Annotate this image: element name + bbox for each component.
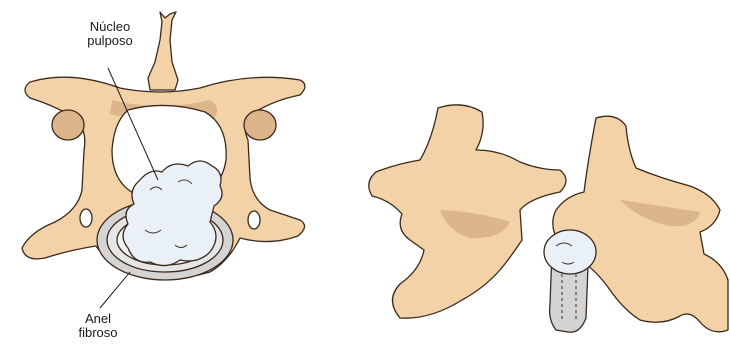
vertebra-superior-view (22, 12, 305, 280)
lateral-nucleus-herniation (544, 230, 596, 274)
nucleus-label-line1: Núcleo (76, 20, 144, 34)
left-articular-facet (52, 110, 84, 140)
nucleus-pulposus-label: Núcleo pulposo (76, 20, 144, 48)
right-transverse-foramen (248, 211, 260, 229)
annulus-label-line2: fibroso (70, 326, 126, 340)
spinous-process (148, 12, 178, 90)
annulus-fibrosus-label: Anel fibroso (70, 312, 126, 340)
left-transverse-foramen (80, 209, 92, 227)
nucleus-label-line2: pulposo (76, 34, 144, 48)
right-articular-facet (244, 110, 276, 140)
vertebrae-lateral-view (369, 105, 728, 332)
annulus-leader-line (100, 272, 130, 308)
left-vertebra-lateral (369, 105, 566, 318)
annulus-label-line1: Anel (70, 312, 126, 326)
